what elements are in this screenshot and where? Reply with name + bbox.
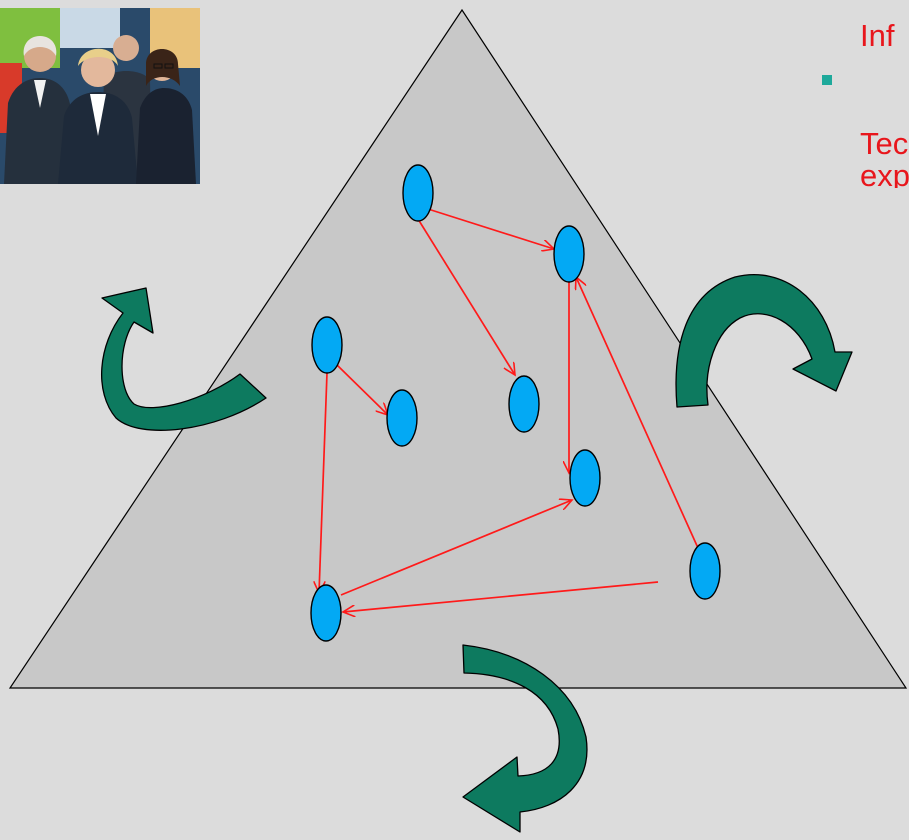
bullet-item-1: Inf <box>812 0 909 52</box>
bullet-square-icon <box>822 75 832 85</box>
edge-c-f <box>319 372 328 593</box>
edges <box>319 208 699 612</box>
node-e <box>569 449 601 507</box>
edge-a-b <box>427 208 554 249</box>
edge-h-b <box>576 277 699 549</box>
bottom-curved-arrow-icon <box>462 644 588 833</box>
node-h <box>689 542 721 600</box>
bullet-text-1: Inf <box>860 18 895 53</box>
edge-h-f <box>343 581 659 612</box>
node-f <box>310 584 342 642</box>
team-photo <box>0 8 200 184</box>
nodes <box>310 164 721 642</box>
right-curved-arrow-icon <box>675 274 853 408</box>
node-g <box>508 375 540 433</box>
edge-c-d <box>335 363 388 415</box>
node-c <box>311 316 343 374</box>
node-a <box>402 164 434 222</box>
node-b <box>553 225 585 283</box>
node-d <box>386 389 418 447</box>
left-curved-arrow-icon <box>101 287 267 431</box>
bullet-list: Inf Tec exp Cu <box>812 0 909 188</box>
bullet-text-2: Tec exp <box>860 126 909 189</box>
edge-a-g <box>417 218 515 375</box>
edge-f-e <box>340 500 572 596</box>
bullet-item-2: Tec exp <box>812 64 909 188</box>
